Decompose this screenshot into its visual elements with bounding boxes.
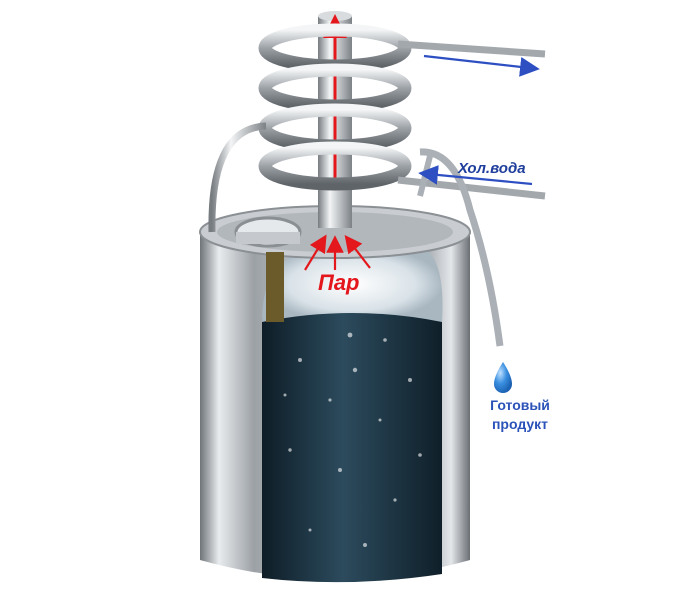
steam-arrows: [304, 234, 371, 271]
thermometer-stem: [266, 252, 284, 322]
cold-water-label: Хол.вода: [458, 160, 526, 177]
bubbles: [283, 332, 422, 547]
water-drop-icon: [494, 362, 512, 393]
product-label-line1: Готовый: [490, 397, 550, 413]
water-in-arrow: [418, 165, 533, 186]
tank-liquid: [262, 309, 442, 583]
product-tube: [419, 148, 504, 347]
return-tube: [208, 122, 267, 233]
steam-label: Пар: [318, 270, 360, 295]
product-label: Готовый продукт: [470, 396, 570, 434]
water-out-arrow: [423, 54, 540, 77]
product-label-line2: продукт: [491, 416, 549, 432]
water-outlet-tube: [397, 40, 546, 58]
